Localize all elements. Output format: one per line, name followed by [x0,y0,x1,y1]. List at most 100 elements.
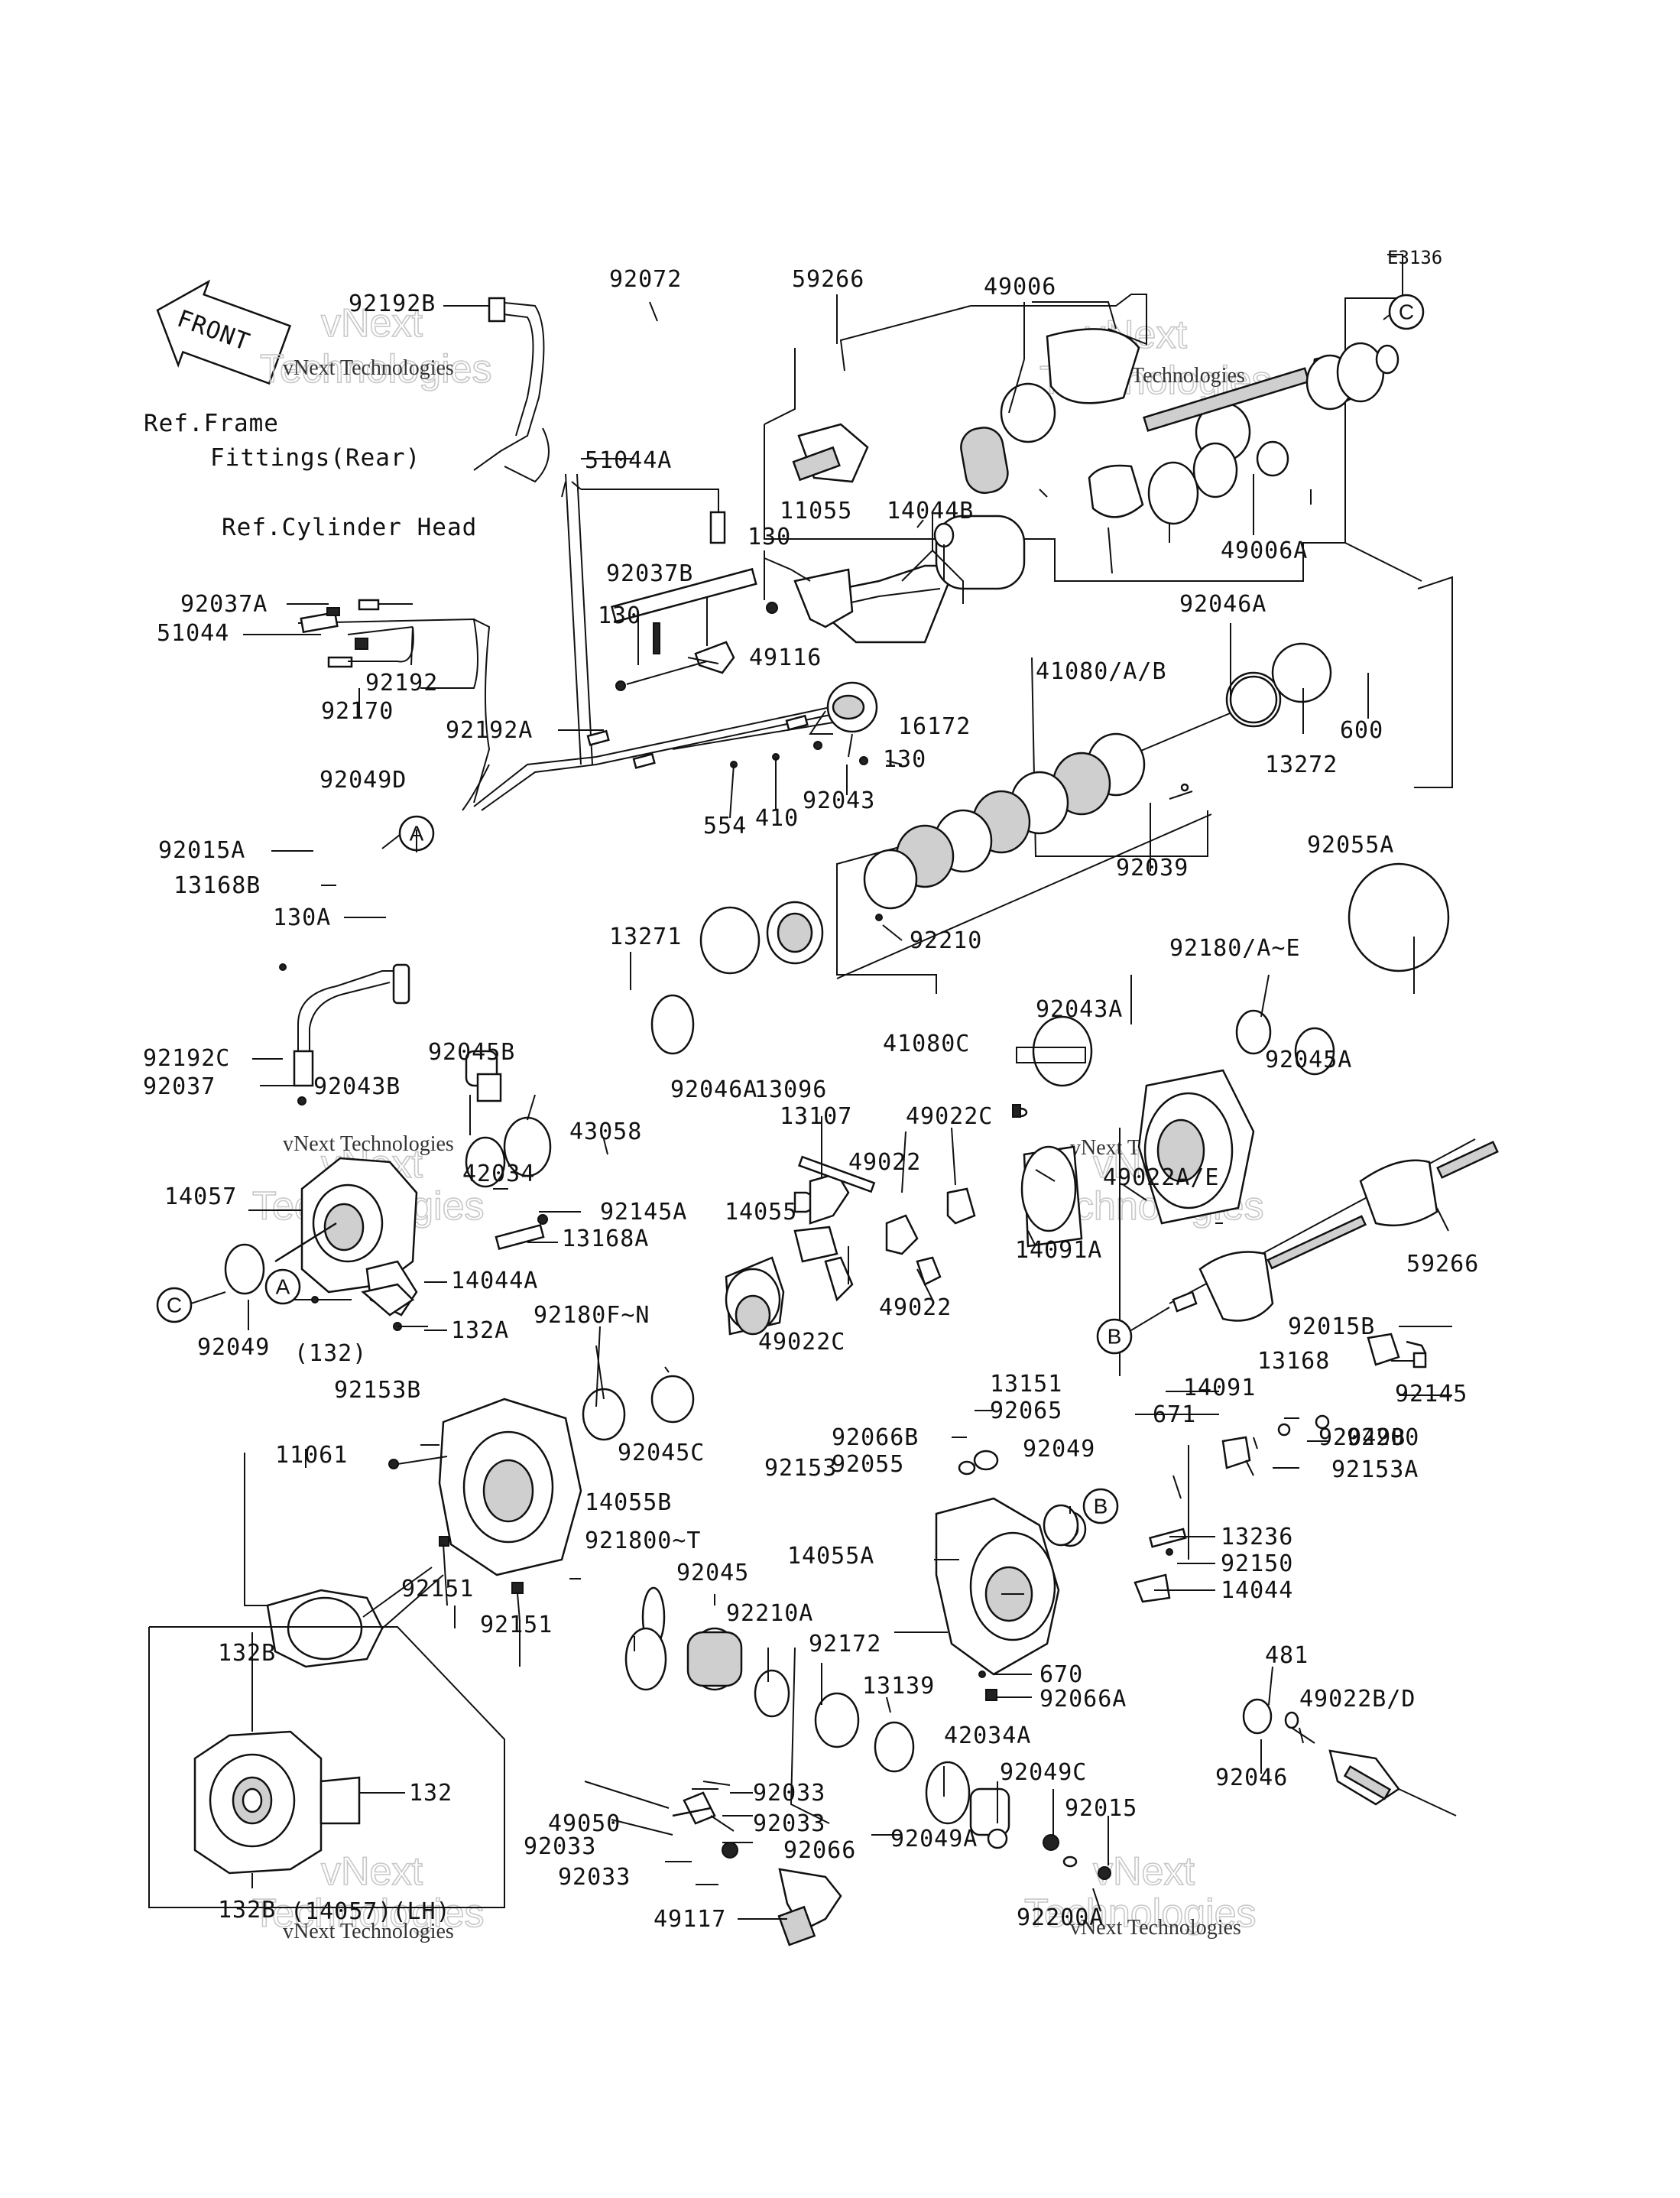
svg-text:vNext: vNext [321,301,423,346]
part-label: 14055B [585,1489,672,1516]
part-label: 92055A [1307,832,1394,859]
part-label: 130 [883,746,926,773]
part-label: 13096 [754,1076,827,1103]
part-label: 92145 [1395,1381,1468,1407]
part-label: 92046A [1179,591,1266,618]
part-label: 11055 [780,498,852,524]
part-label: 16172 [898,713,971,740]
part-label: 92150 [1221,1550,1293,1577]
reference-notes: Ref.Frame Fittings(Rear) Ref.Cylinder He… [144,410,476,541]
part-label: 13107 [780,1103,852,1130]
part-label: 14055A [787,1543,874,1570]
part-label: 92033 [753,1780,825,1807]
part-label: 671 [1153,1401,1196,1428]
part-label: 92066 [783,1837,856,1864]
ref-frame-note: Ref.Frame [144,410,279,437]
part-label: 14091A [1015,1237,1102,1264]
part-label: 92049 [197,1334,270,1361]
part-label: 13168A [562,1226,649,1252]
part-label: 92180F~N [534,1302,650,1329]
svg-text:vNext Technologies: vNext Technologies [283,1920,454,1943]
part-label: 49022 [879,1294,952,1321]
part-label: 92066B [832,1424,919,1451]
part-label: 481 [1265,1642,1309,1669]
part-label: 49006 [984,274,1056,300]
part-label: 670 [1039,1661,1083,1688]
universal-joint [584,1781,842,1946]
part-label: 92015A [158,837,245,864]
part-label: 92046A [670,1076,757,1103]
part-label: 132A [451,1317,509,1344]
part-label: 92037 [143,1073,216,1100]
svg-text:vNext Technologies: vNext Technologies [1070,1916,1241,1940]
part-label: 92015B [1288,1313,1375,1340]
part-label: 92065 [990,1398,1062,1424]
part-label: 92172 [809,1631,881,1657]
part-label: 92015 [1065,1795,1137,1822]
drive-axle-59266-right [1169,1138,1499,1322]
part-label: 92151 [401,1576,474,1602]
part-label: 43058 [569,1118,642,1145]
part-label: 92200 [1347,1424,1419,1451]
part-label: 92033 [524,1833,596,1860]
part-labels: 92192B 92072 59266 49006 51044A 130 1105… [143,266,1478,1933]
callout-marker-b-housing: B [1082,1488,1119,1524]
part-label: 42034A [944,1722,1031,1749]
part-label: (14057)(LH) [290,1898,451,1925]
part-label: 13272 [1265,752,1338,778]
part-label: 13139 [862,1673,935,1700]
part-label: 92153 [764,1455,837,1482]
part-label: 132B [218,1897,276,1924]
part-label: 92045C [618,1440,705,1466]
part-label: 92049B [1318,1424,1406,1451]
part-label: 49117 [654,1906,726,1933]
part-label: 92039 [1116,855,1189,881]
clutch-pack-assembly [650,642,1450,1076]
part-label: 130 [748,524,791,550]
part-label: 92049C [1000,1759,1087,1786]
part-label: 14044A [451,1268,538,1294]
part-label: 14044B [887,498,974,524]
part-label: 13168 [1257,1348,1330,1375]
svg-text:Technologies: Technologies [260,347,492,391]
part-label: 42034 [462,1161,535,1187]
part-label: 92145A [600,1199,687,1226]
part-label: 49022B/D [1299,1686,1416,1713]
part-label: 92192A [446,717,533,744]
part-label: 49006A [1221,537,1308,564]
part-label: 92033 [753,1810,825,1837]
part-label: 130A [273,904,331,931]
part-label: 92153B [334,1377,421,1404]
housing-14055B [266,1375,695,1668]
part-label: 92151 [480,1612,553,1638]
part-label: 132B [218,1640,276,1667]
part-label: 13271 [609,924,682,950]
ref-fittings-note: Fittings(Rear) [210,444,420,472]
part-label: 13236 [1221,1524,1293,1550]
part-label: 92037A [180,591,268,618]
leader-lines [243,294,1452,1920]
part-label: 14091 [1183,1375,1256,1401]
part-label: 13168B [174,872,261,899]
svg-text:B: B [1108,1325,1122,1349]
differential-assembly [725,1015,1255,1336]
group-brackets [244,254,1453,1824]
pinion-gear [1242,1698,1457,1817]
svg-text:vNext Technologies: vNext Technologies [283,1132,454,1156]
svg-text:Technologies: Technologies [252,1891,485,1936]
breather-hose-routing [293,297,849,1105]
part-label: 11061 [275,1442,348,1469]
housing-14057 [224,1050,552,1331]
part-label: 49050 [548,1810,621,1837]
part-label: 41080C [883,1031,970,1057]
housing-14055A [935,1128,1427,1701]
part-label: 51044 [157,620,229,647]
callout-marker-b-axle: B [1096,1307,1170,1355]
part-label: 600 [1340,717,1383,744]
front-direction-arrow: FRONT [156,279,292,385]
svg-text:B: B [1094,1495,1108,1518]
part-label: 49022A/E [1103,1164,1220,1191]
part-label: 51044A [585,447,672,474]
diagram-code: E3136 [1387,247,1442,268]
